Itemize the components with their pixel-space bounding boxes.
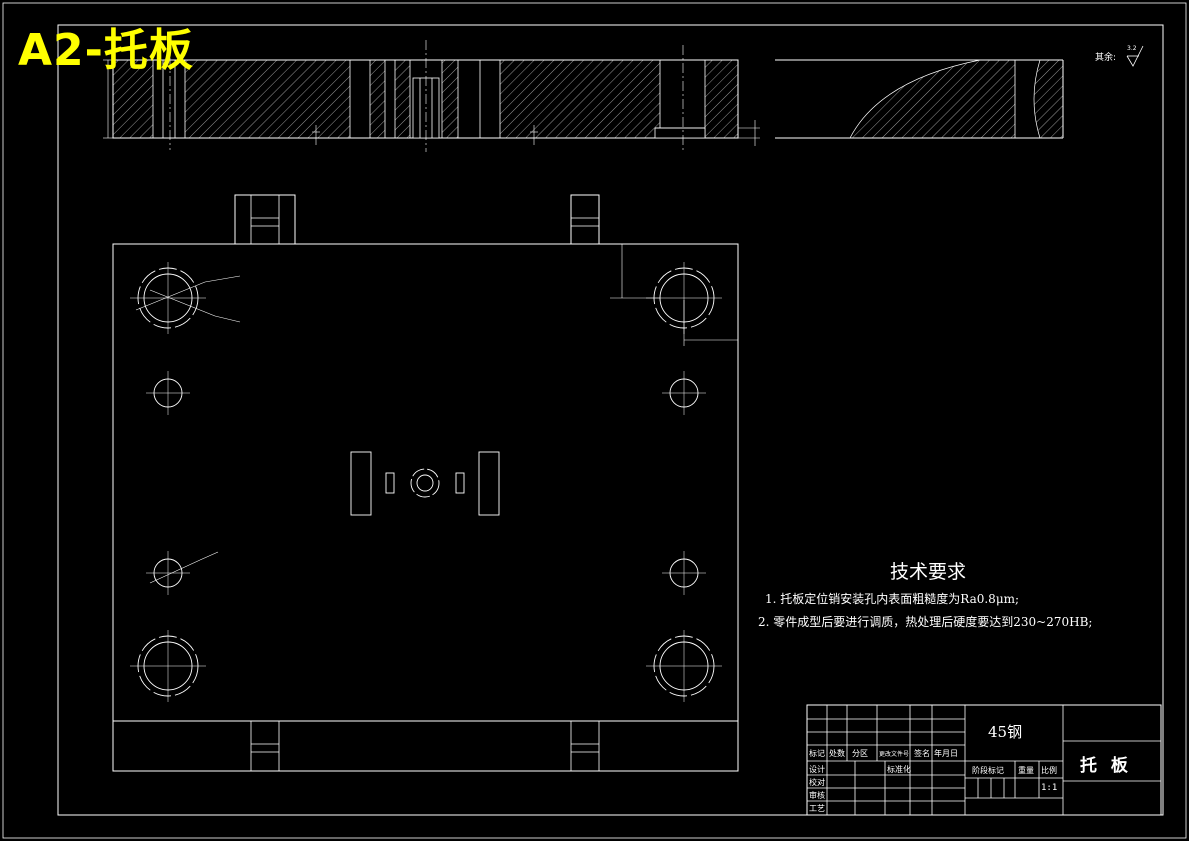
scale-value: 1:1 bbox=[1041, 783, 1058, 793]
inner-border bbox=[57, 24, 1164, 816]
guide-hole-tl bbox=[130, 262, 206, 334]
tb-stage-label: 阶段标记 bbox=[972, 766, 1004, 775]
tb-header-date: 年月日 bbox=[934, 749, 958, 758]
part-name: 托 板 bbox=[1080, 756, 1132, 776]
tb-weight-label: 重量 bbox=[1018, 766, 1034, 775]
tb-row-process: 工艺 bbox=[809, 804, 825, 813]
tb-row-design: 设计 bbox=[809, 765, 825, 774]
tech-requirement-2: 2. 零件成型后要进行调质，热处理后硬度要达到230~270HB; bbox=[758, 615, 1093, 629]
guide-hole-bl bbox=[130, 630, 206, 702]
tb-ratio-label: 比例 bbox=[1041, 766, 1057, 775]
tb-header-count: 处数 bbox=[829, 749, 845, 758]
surface-roughness-note: 其余: 3.2 bbox=[1095, 45, 1137, 63]
material-label: 45钢 bbox=[988, 723, 1023, 741]
tb-header-doc: 更改文件号 bbox=[879, 751, 910, 758]
center-features bbox=[350, 451, 500, 516]
surface-roughness-value: 3.2 bbox=[1127, 45, 1137, 52]
tb-header-zone: 分区 bbox=[852, 749, 868, 758]
guide-hole-br bbox=[646, 630, 722, 702]
tb-header-mark: 标记 bbox=[809, 749, 825, 758]
tech-requirement-1: 1. 托板定位销安装孔内表面粗糙度为Ra0.8μm; bbox=[765, 592, 1020, 606]
dimension-lines bbox=[610, 243, 739, 346]
tb-row-standard: 标准化 bbox=[887, 765, 911, 774]
screw-holes bbox=[146, 371, 706, 595]
tb-header-sign: 签名 bbox=[914, 749, 930, 758]
plan-view bbox=[112, 194, 739, 772]
section-view bbox=[103, 40, 760, 152]
tech-requirements-title: 技术要求 bbox=[890, 561, 967, 583]
tb-row-check: 校对 bbox=[809, 778, 825, 787]
tb-row-review: 审核 bbox=[809, 791, 825, 800]
surface-roughness-label: 其余: bbox=[1095, 53, 1117, 63]
title-block bbox=[806, 704, 1162, 816]
partial-side-view bbox=[775, 59, 1064, 139]
roughness-symbol bbox=[1126, 45, 1144, 67]
sheet-title: A2-托板 bbox=[18, 25, 194, 76]
leader-lines bbox=[135, 275, 241, 584]
